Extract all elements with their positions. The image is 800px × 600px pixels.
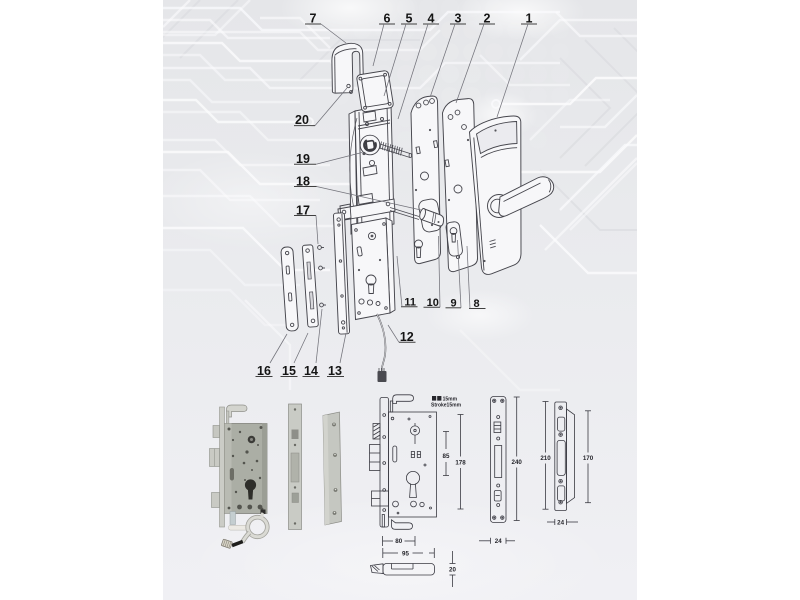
svg-text:170: 170 [583, 455, 594, 462]
svg-text:240: 240 [512, 459, 523, 466]
svg-text:16: 16 [257, 364, 271, 378]
svg-text:24: 24 [495, 538, 502, 545]
svg-text:13: 13 [328, 364, 342, 378]
svg-text:10: 10 [427, 297, 439, 309]
svg-text:5: 5 [406, 12, 413, 26]
svg-text:210: 210 [540, 455, 551, 462]
svg-text:178: 178 [455, 460, 466, 467]
svg-text:Stroke15mm: Stroke15mm [431, 403, 462, 409]
svg-text:11: 11 [404, 296, 416, 308]
svg-text:24: 24 [557, 520, 564, 527]
svg-text:1: 1 [526, 12, 533, 26]
svg-text:85: 85 [443, 453, 450, 460]
svg-text:4: 4 [428, 12, 435, 26]
svg-text:12: 12 [400, 330, 414, 344]
svg-text:15: 15 [282, 364, 296, 378]
svg-text:80: 80 [395, 538, 402, 545]
svg-text:20: 20 [449, 567, 456, 574]
svg-text:8: 8 [473, 298, 479, 310]
svg-text:3: 3 [455, 12, 462, 26]
svg-text:9: 9 [450, 297, 456, 309]
svg-text:14: 14 [304, 364, 318, 378]
svg-text:20: 20 [295, 113, 309, 127]
svg-text:2: 2 [484, 12, 491, 26]
svg-text:6: 6 [384, 12, 391, 26]
svg-text:18: 18 [296, 174, 310, 188]
svg-text:15mm: 15mm [443, 397, 458, 403]
svg-text:95: 95 [402, 550, 409, 557]
svg-text:19: 19 [296, 152, 310, 166]
svg-text:17: 17 [296, 203, 310, 217]
svg-text:7: 7 [310, 12, 317, 26]
